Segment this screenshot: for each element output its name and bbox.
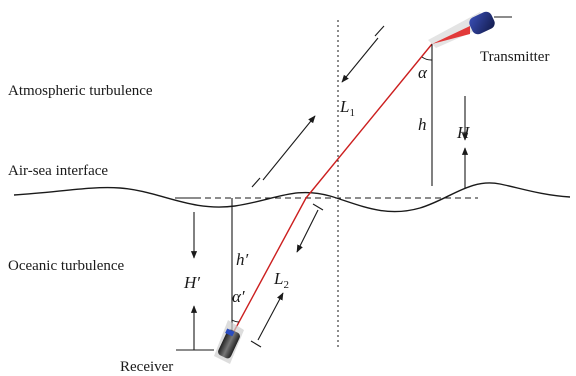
l2-lower-arrow (257, 292, 284, 341)
atmospheric-turbulence-label: Atmospheric turbulence (8, 83, 153, 99)
alpha-angle-arc (421, 56, 433, 61)
l2-upper-arrow (296, 209, 319, 253)
receiver-detector-icon (214, 320, 244, 364)
beam-air-path (305, 43, 433, 199)
oceanic-turbulence-label: Oceanic turbulence (8, 258, 125, 274)
l2-top-tick (312, 203, 324, 211)
transmitter-label: Transmitter (480, 49, 549, 65)
alpha-prime-angle-arc (231, 319, 240, 323)
l2-label: L2 (273, 269, 289, 291)
l2-bottom-tick (250, 340, 262, 348)
capital-h-prime-label: H′ (183, 273, 200, 292)
receiver-label: Receiver (120, 359, 173, 375)
l1-label: L1 (339, 97, 355, 119)
beam-water-path (231, 197, 307, 336)
sea-surface-wave (13, 182, 571, 213)
l1-top-tick (374, 25, 385, 37)
l1-lower-arrow (262, 115, 316, 181)
h-prime-label: h′ (236, 250, 249, 269)
l1-upper-arrow (341, 37, 379, 83)
alpha-prime-label: α′ (232, 287, 245, 306)
alpha-label: α (418, 63, 428, 82)
capital-h-label: H (456, 123, 471, 142)
air-sea-interface-label: Air-sea interface (8, 163, 108, 179)
l1-bottom-tick (251, 177, 261, 188)
laser-transmitter-icon (428, 11, 512, 48)
h-label: h (418, 115, 427, 134)
